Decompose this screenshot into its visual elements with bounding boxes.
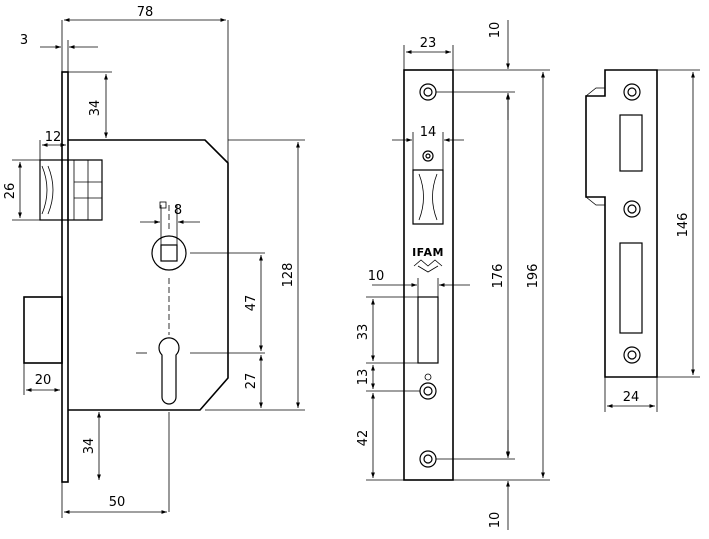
- strike-screw-middle: [623, 200, 641, 218]
- dim-backset: 50: [109, 495, 126, 510]
- cylinder-hole: [158, 337, 180, 405]
- dim-cylinder-to-bottom: 27: [244, 373, 259, 390]
- dim-backset-total: 78: [137, 5, 154, 20]
- faceplate-screw-top: [419, 83, 437, 101]
- dim-latch-opening-width: 14: [420, 125, 437, 140]
- strike-plate-outline: [585, 69, 658, 378]
- lock-case-outline: [68, 139, 229, 411]
- brand-logo-mark: [413, 259, 443, 273]
- dim-faceplate-bottom-margin: 10: [488, 512, 503, 529]
- strike-screw-top: [623, 83, 641, 101]
- dim-total-length: 196: [526, 264, 541, 289]
- dim-spindle-square: 8: [174, 203, 182, 218]
- dim-bottom-spacing: 42: [356, 430, 371, 447]
- dim-latch-height: 26: [3, 183, 18, 200]
- dim-strike-width: 24: [623, 390, 640, 405]
- dim-spindle-to-cylinder: 47: [244, 295, 259, 312]
- dim-faceplate-thickness: 3: [20, 33, 28, 48]
- brand-logo: IFAM: [412, 246, 444, 259]
- lock-faceplate-strip: [61, 71, 69, 483]
- strike-plate-view: [585, 69, 658, 378]
- faceplate-latch-opening: [412, 169, 444, 225]
- lock-body-view: [23, 71, 265, 512]
- dim-bolt-opening-height: 33: [356, 324, 371, 341]
- strike-bolt-opening: [619, 242, 643, 334]
- faceplate-view: IFAM: [403, 69, 454, 481]
- faceplate-screw-bottom: [419, 450, 437, 468]
- dim-hole-spacing: 13: [356, 369, 371, 386]
- strike-latch-opening: [619, 114, 643, 172]
- dim-faceplate-top-margin: 10: [488, 22, 503, 39]
- dim-latch-width: 12: [45, 130, 62, 145]
- faceplate-dimensions: 23 10 14 10 33 13 42 176: [356, 20, 550, 530]
- dim-strike-length: 146: [676, 213, 691, 238]
- strike-plate-dimensions: 146 24: [604, 69, 700, 412]
- deadbolt: [23, 296, 63, 364]
- faceplate-indicator: [422, 150, 434, 162]
- faceplate-outline: [403, 69, 454, 481]
- dim-bottom-offset: 34: [82, 438, 97, 455]
- dim-bolt-opening-width: 10: [368, 269, 385, 284]
- faceplate-bolt-opening: [417, 296, 439, 364]
- faceplate-screw-middle: [419, 373, 437, 400]
- lock-body-dimensions: 78 3 34 12 26 8 128 47: [3, 5, 305, 518]
- latch-bolt: [39, 159, 103, 221]
- dim-inner-length: 176: [491, 264, 506, 289]
- dim-faceplate-width: 23: [420, 36, 437, 51]
- strike-screw-bottom: [623, 346, 641, 364]
- spindle-follower: [151, 235, 187, 271]
- dim-top-to-latch: 34: [88, 100, 103, 117]
- dim-deadbolt-projection: 20: [35, 373, 52, 388]
- dim-body-height: 128: [281, 263, 296, 288]
